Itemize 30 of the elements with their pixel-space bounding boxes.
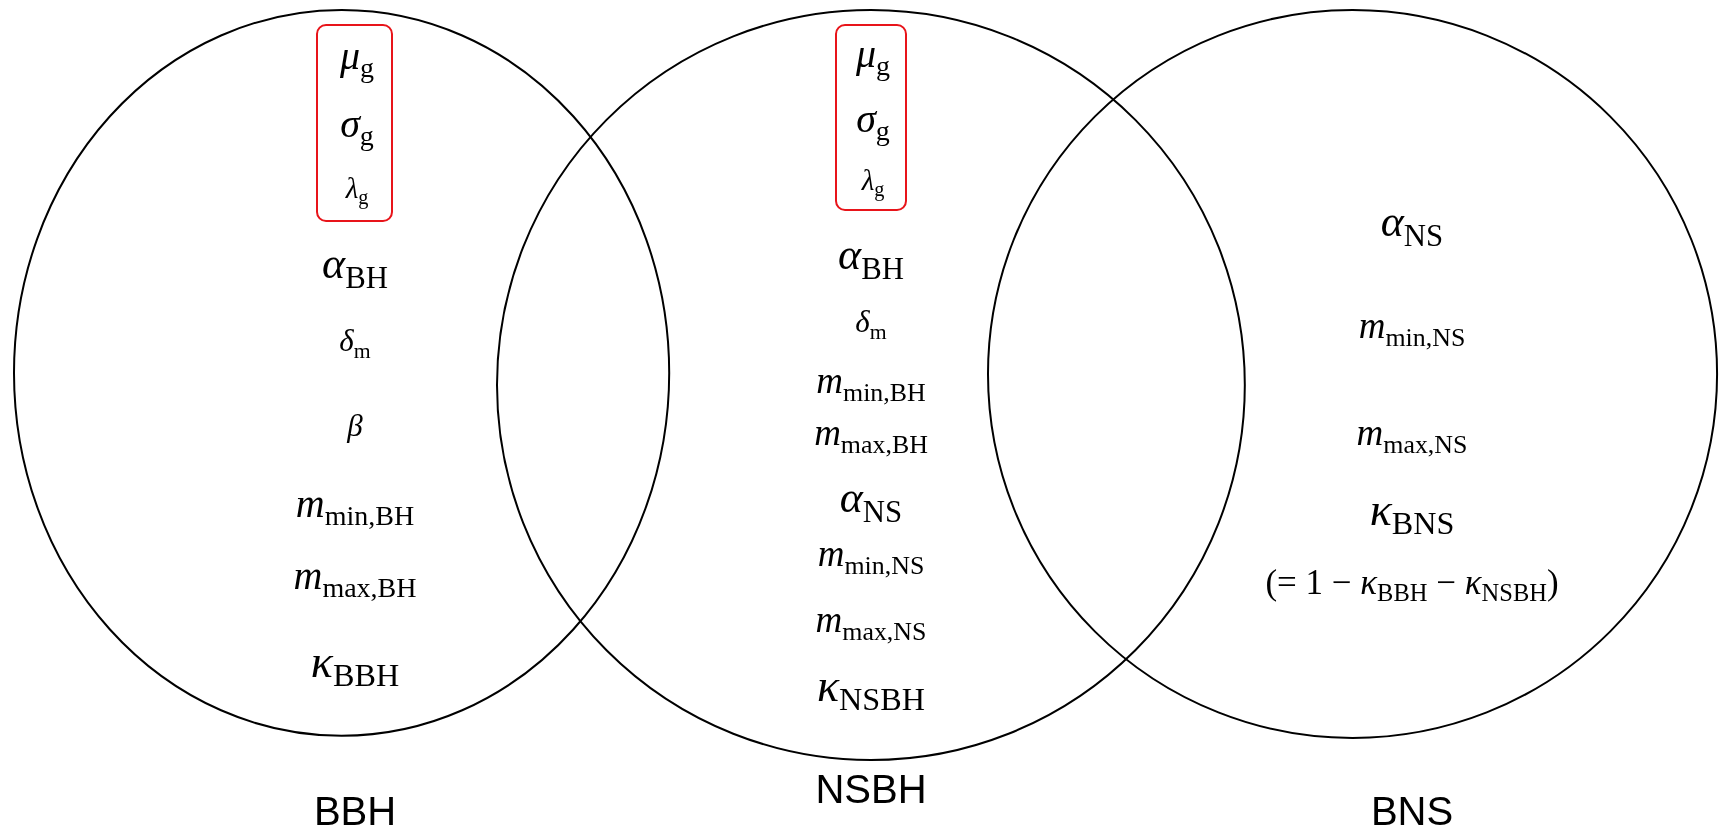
parameter-label: (= 1 − κ$_{BBH}$ − κ$_{NSBH}$) [1265, 564, 1559, 606]
parameter-label: m$_{min,BH}$ [295, 483, 415, 531]
set-label: BNS [1370, 791, 1454, 828]
parameter-label: α$_{NS}$ [839, 476, 903, 528]
parameter-label: α$_{BH}$ [322, 242, 388, 294]
parameter-label: σ$_{g}$ [856, 98, 890, 146]
parameter-label: λ$_{g}$ [345, 174, 369, 208]
parameter-label: κ$_{BBH}$ [310, 638, 400, 692]
parameter-label: m$_{min,NS}$ [1358, 307, 1466, 351]
parameter-label: m$_{max,NS}$ [815, 601, 927, 645]
parameter-label: m$_{max,BH}$ [814, 414, 928, 458]
parameter-label: μ$_{g}$ [339, 35, 375, 83]
set-label: BBH [313, 791, 397, 828]
parameter-label: μ$_{g}$ [855, 33, 891, 81]
highlight-box [835, 24, 907, 211]
parameter-label: α$_{NS}$ [1380, 200, 1444, 252]
parameter-label: κ$_{NSBH}$ [817, 662, 925, 716]
parameter-label: σ$_{g}$ [340, 103, 374, 151]
highlight-box [316, 24, 393, 222]
parameter-label: κ$_{BNS}$ [1369, 486, 1455, 540]
parameter-label: m$_{min,BH}$ [816, 362, 926, 406]
parameter-label: δ$_{m}$ [339, 325, 371, 363]
set-label: NSBH [815, 769, 927, 809]
parameter-label: m$_{max,NS}$ [1356, 414, 1468, 458]
parameter-label: m$_{min,NS}$ [817, 535, 925, 579]
parameter-label: α$_{BH}$ [838, 233, 904, 285]
parameter-label: λ$_{g}$ [861, 166, 885, 200]
parameter-label: δ$_{m}$ [855, 306, 887, 344]
parameter-label: m$_{max,BH}$ [293, 555, 417, 603]
parameter-label: β [347, 409, 363, 441]
